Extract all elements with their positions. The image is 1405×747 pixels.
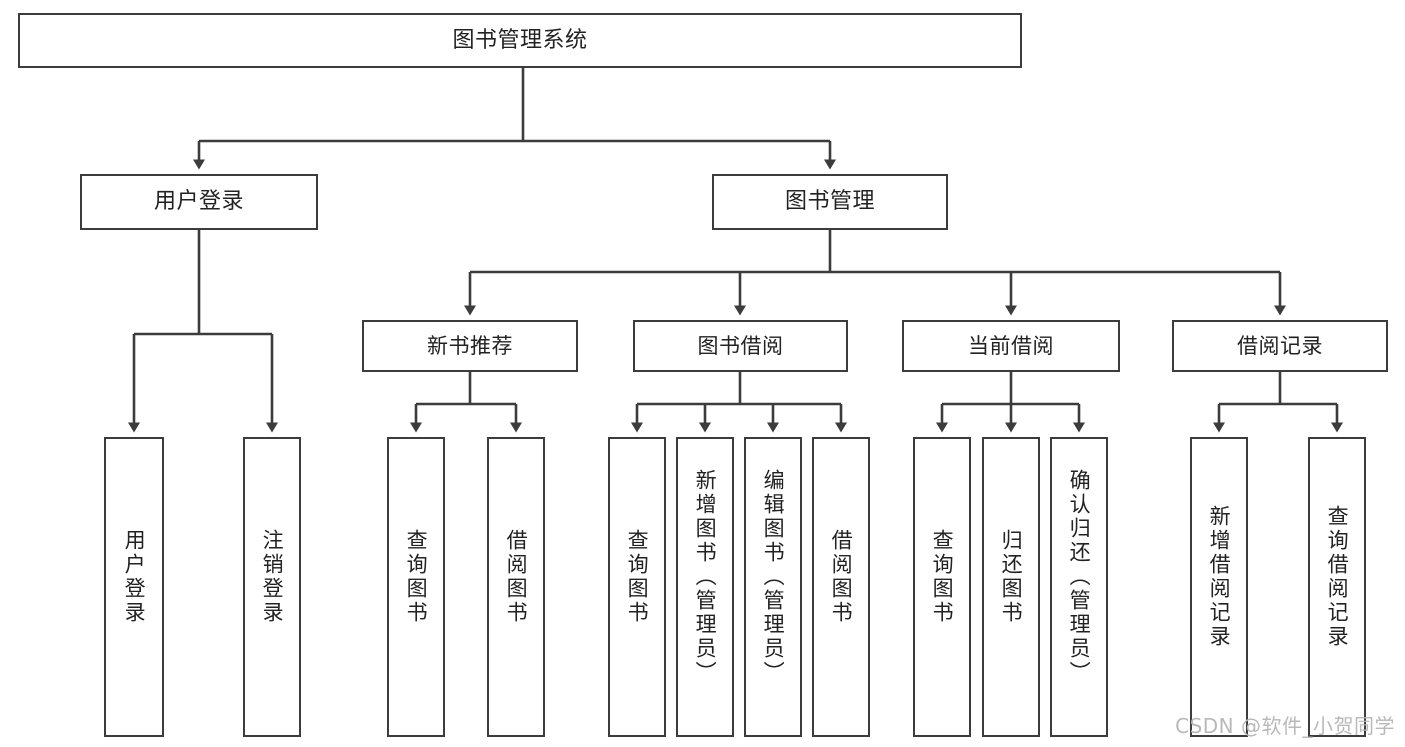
node-leaf-add-borrow-record[interactable]: 新增借阅记录 (1190, 437, 1248, 737)
node-leaf-borrow-book-1[interactable]: 借阅图书 (487, 437, 545, 737)
node-leaf-return-book[interactable]: 归还图书 (982, 437, 1040, 737)
node-label: 注销登录 (260, 529, 285, 625)
node-label: 编辑图书（管理员） (761, 469, 786, 685)
node-label: 用户登录 (153, 189, 244, 215)
node-label: 借阅图书 (829, 529, 854, 625)
node-label: 查询借阅记录 (1325, 505, 1350, 649)
node-leaf-edit-book[interactable]: 编辑图书（管理员） (744, 437, 802, 737)
node-leaf-user-login[interactable]: 用户登录 (104, 437, 164, 737)
node-leaf-confirm-return[interactable]: 确认归还（管理员） (1050, 437, 1108, 737)
node-label: 借阅记录 (1237, 333, 1323, 358)
node-label: 图书管理 (784, 189, 875, 215)
node-leaf-borrow-book-2[interactable]: 借阅图书 (812, 437, 870, 737)
edges-bookborrow-to-leaves (631, 372, 847, 433)
node-label: 查询图书 (625, 529, 650, 625)
node-label: 新书推荐 (427, 333, 513, 358)
node-label: 用户登录 (122, 529, 147, 625)
node-label: 查询图书 (930, 529, 955, 625)
node-label: 图书借阅 (697, 333, 784, 358)
csdn-watermark: CSDN @软件_小贺同学 (1175, 714, 1395, 738)
node-label: 新增图书（管理员） (693, 469, 718, 685)
node-book-management[interactable]: 图书管理 (712, 174, 948, 230)
node-root-system[interactable]: 图书管理系统 (18, 13, 1022, 68)
node-leaf-query-book-3[interactable]: 查询图书 (913, 437, 971, 737)
node-leaf-logout[interactable]: 注销登录 (243, 437, 301, 737)
node-borrow-record[interactable]: 借阅记录 (1172, 320, 1388, 372)
node-label: 借阅图书 (504, 529, 529, 625)
edges-currentborrow-to-leaves (936, 372, 1085, 433)
edges-bookmgmt-to-level3 (464, 230, 1286, 316)
node-label: 确认归还（管理员） (1067, 469, 1092, 685)
edges-newbook-to-leaves (410, 372, 522, 433)
node-leaf-query-book-2[interactable]: 查询图书 (608, 437, 666, 737)
node-current-borrow[interactable]: 当前借阅 (902, 320, 1120, 372)
node-label: 新增借阅记录 (1207, 505, 1232, 649)
node-new-book-recommend[interactable]: 新书推荐 (362, 320, 578, 372)
edges-userlogin-to-leaves (128, 230, 278, 433)
node-book-borrow[interactable]: 图书借阅 (633, 320, 848, 372)
node-label: 查询图书 (404, 529, 429, 625)
node-leaf-query-borrow-record[interactable]: 查询借阅记录 (1308, 437, 1366, 737)
node-label: 归还图书 (999, 529, 1024, 625)
node-leaf-add-book[interactable]: 新增图书（管理员） (676, 437, 734, 737)
node-label: 图书管理系统 (452, 27, 588, 53)
edges-root-to-level2 (193, 68, 836, 170)
node-label: 当前借阅 (968, 333, 1054, 358)
node-leaf-query-book-1[interactable]: 查询图书 (387, 437, 445, 737)
node-user-login[interactable]: 用户登录 (80, 174, 318, 230)
edges-borrowrecord-to-leaves (1213, 372, 1343, 433)
